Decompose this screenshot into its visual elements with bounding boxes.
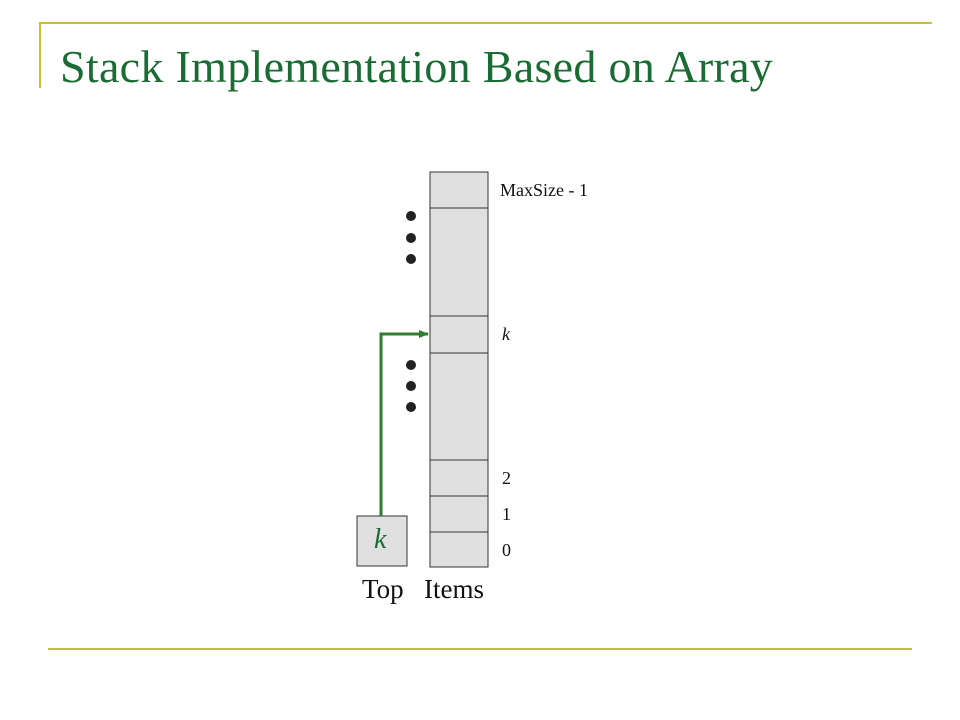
index-label-0: 0 <box>502 540 511 560</box>
array-cell-0 <box>429 531 489 568</box>
ellipsis-dot <box>406 360 416 370</box>
ellipsis-dot <box>406 233 416 243</box>
ellipsis-dot <box>406 254 416 264</box>
top-rule <box>40 22 932 24</box>
slide-title: Stack Implementation Based on Array <box>60 41 774 92</box>
index-label-k: k <box>502 324 510 344</box>
ellipsis-dot <box>406 381 416 391</box>
ellipsis-dot <box>406 402 416 412</box>
array-gap-lower <box>429 352 489 461</box>
array-cell-max <box>429 171 489 209</box>
index-label-2: 2 <box>502 468 511 488</box>
array-cell-1 <box>429 495 489 533</box>
array-gap-upper <box>429 207 489 317</box>
left-rule <box>39 22 41 88</box>
top-caption: Top <box>362 574 404 604</box>
items-caption: Items <box>424 574 484 604</box>
top-value: k <box>374 524 387 555</box>
bottom-rule <box>48 648 912 650</box>
top-pointer-arrow <box>379 330 429 516</box>
index-label-max: MaxSize - 1 <box>500 180 588 200</box>
array-cell-2 <box>429 459 489 497</box>
index-label-1: 1 <box>502 504 511 524</box>
array-cell-k <box>429 315 489 354</box>
top-variable-box <box>356 515 408 567</box>
ellipsis-dot <box>406 211 416 221</box>
